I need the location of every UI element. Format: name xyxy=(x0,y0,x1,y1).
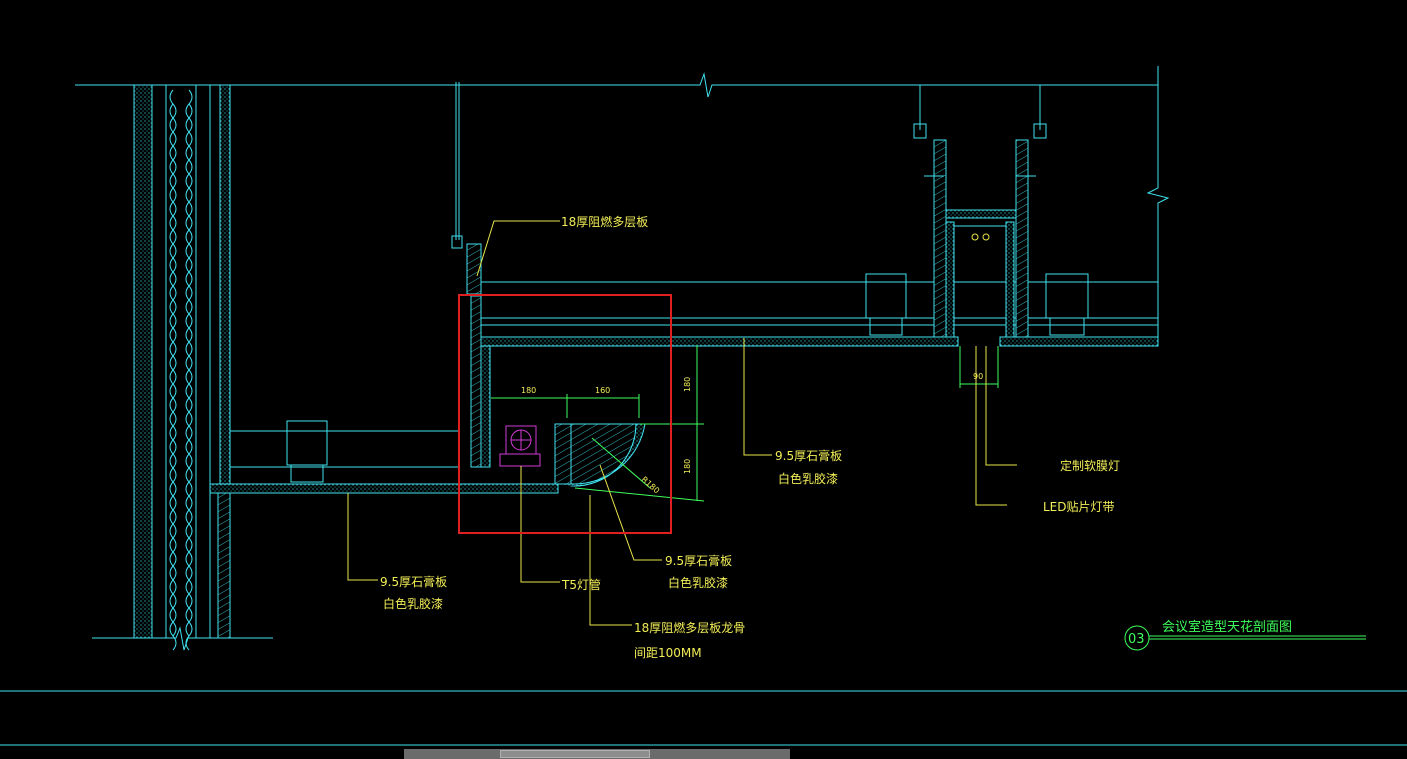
left-wall xyxy=(92,84,273,651)
dim-v2: 180 xyxy=(683,459,692,474)
label-keel: 18厚阻燃多层板龙骨 xyxy=(634,620,745,635)
left-lower-ceiling xyxy=(209,420,559,494)
dimension-lines xyxy=(491,345,999,502)
t5-lamp-fixture xyxy=(499,425,541,467)
highlight-box xyxy=(458,294,672,534)
wall-insulation-loops xyxy=(169,89,193,651)
upper-ceiling xyxy=(480,273,1159,347)
top-slab-line xyxy=(75,66,1170,338)
leader-lines xyxy=(347,220,1017,626)
label-led-strip: LED贴片灯带 xyxy=(1043,500,1115,514)
title-number: 03 xyxy=(1128,632,1145,647)
label-gypsum-right: 9.5厚石膏板 xyxy=(775,448,842,463)
light-cove-assembly xyxy=(451,82,646,487)
label-gypsum-left: 9.5厚石膏板 xyxy=(380,574,447,589)
label-gypsum-curve: 9.5厚石膏板 xyxy=(665,553,732,568)
label-soft-film-light: 定制软膜灯 xyxy=(1060,458,1120,473)
dim-v1: 180 xyxy=(683,377,692,392)
title-text: 会议室造型天花剖面图 xyxy=(1162,619,1292,635)
soft-film-light-slot xyxy=(913,85,1047,338)
dim-slot: 90 xyxy=(973,372,983,381)
label-spacing: 间距100MM xyxy=(634,646,702,660)
scrollbar-thumb[interactable] xyxy=(500,750,650,758)
label-paint-left: 白色乳胶漆 xyxy=(383,596,443,611)
label-paint-curve: 白色乳胶漆 xyxy=(668,575,728,590)
label-t5-tube: T5灯管 xyxy=(561,577,601,592)
horizontal-scrollbar[interactable] xyxy=(404,749,790,759)
title-block: 03 会议室造型天花剖面图 xyxy=(1124,619,1366,651)
insulation-loop-path xyxy=(169,89,193,651)
dim-h2: 160 xyxy=(595,386,610,395)
dim-h1: 180 xyxy=(521,386,536,395)
label-paint-right: 白色乳胶漆 xyxy=(778,471,838,486)
label-board-18-top: 18厚阻燃多层板 xyxy=(561,214,648,229)
dim-radius: R180 xyxy=(640,475,662,496)
